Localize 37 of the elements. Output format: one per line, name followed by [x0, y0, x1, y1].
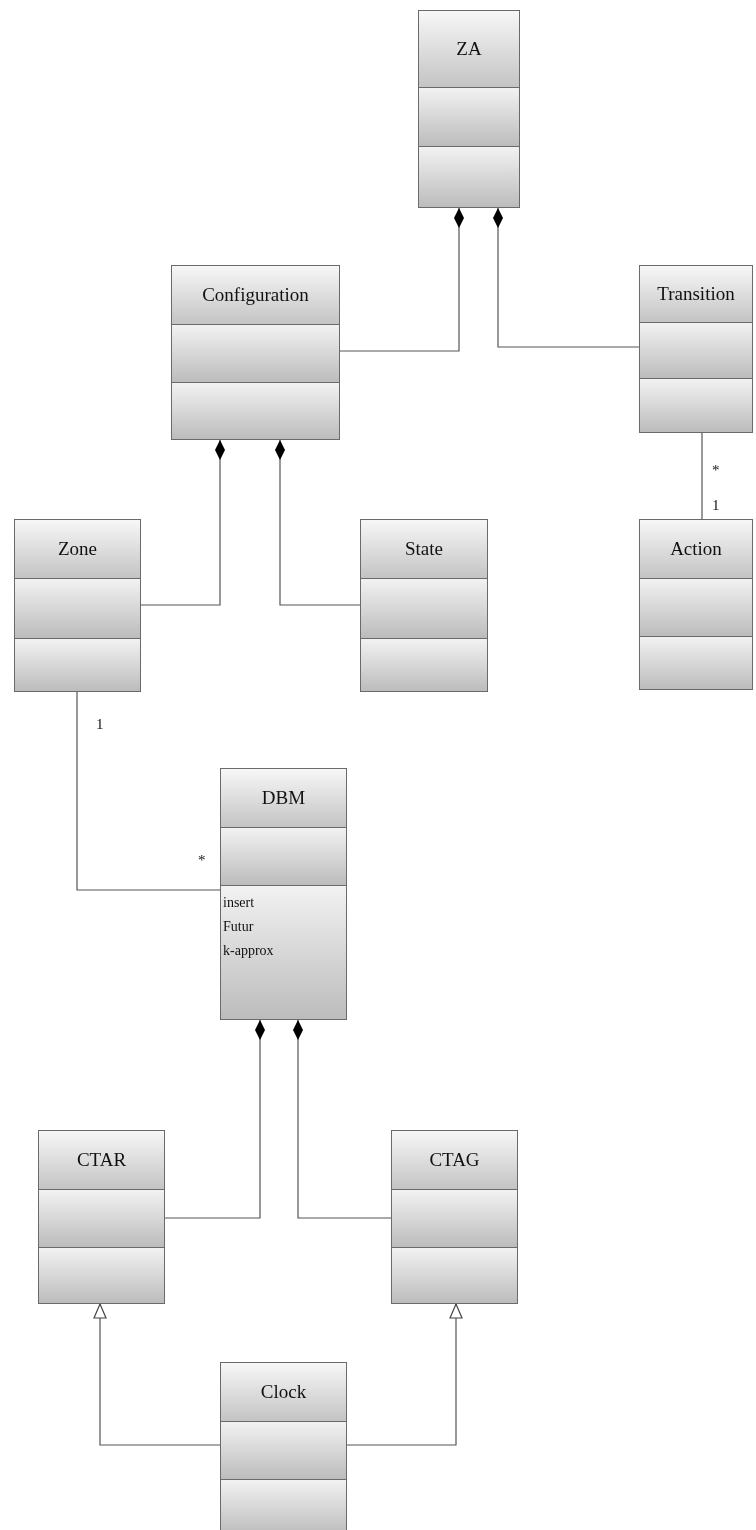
class-name: DBM	[221, 769, 346, 828]
generalization-arrow	[346, 1303, 463, 1446]
multiplicity-label: 1	[712, 497, 720, 513]
multiplicity-label: *	[198, 852, 206, 868]
class-name: Clock	[221, 1363, 346, 1422]
composition-connector	[293, 1019, 392, 1219]
multiplicity-label: *	[712, 462, 720, 478]
class-box	[220, 1362, 347, 1530]
class-name: CTAR	[39, 1131, 164, 1190]
class-box	[418, 10, 520, 208]
class-box	[639, 265, 753, 433]
operation-text: k-approx	[223, 942, 275, 960]
association-line	[76, 691, 221, 891]
class-name: CTAG	[392, 1131, 517, 1190]
class-name: Action	[640, 520, 752, 579]
generalization-arrow	[93, 1303, 221, 1446]
class-box	[360, 519, 488, 692]
composition-connector	[493, 207, 640, 348]
class-box	[639, 519, 753, 690]
multiplicity-label: 1	[96, 716, 104, 732]
operation-text: Futur	[223, 918, 255, 936]
class-name: Zone	[15, 520, 140, 579]
class-box	[391, 1130, 518, 1304]
composition-connector	[164, 1019, 265, 1219]
class-name: ZA	[419, 11, 519, 88]
class-box	[38, 1130, 165, 1304]
class-box	[14, 519, 141, 692]
association-line	[701, 432, 703, 520]
class-name: Transition	[640, 266, 752, 323]
composition-connector	[140, 439, 225, 606]
composition-connector	[339, 207, 464, 352]
operation-text: insert	[223, 894, 256, 912]
composition-connector	[275, 439, 361, 606]
class-box	[171, 265, 340, 440]
class-name: Configuration	[172, 266, 339, 325]
class-name: State	[361, 520, 487, 579]
class-box	[220, 768, 347, 1020]
